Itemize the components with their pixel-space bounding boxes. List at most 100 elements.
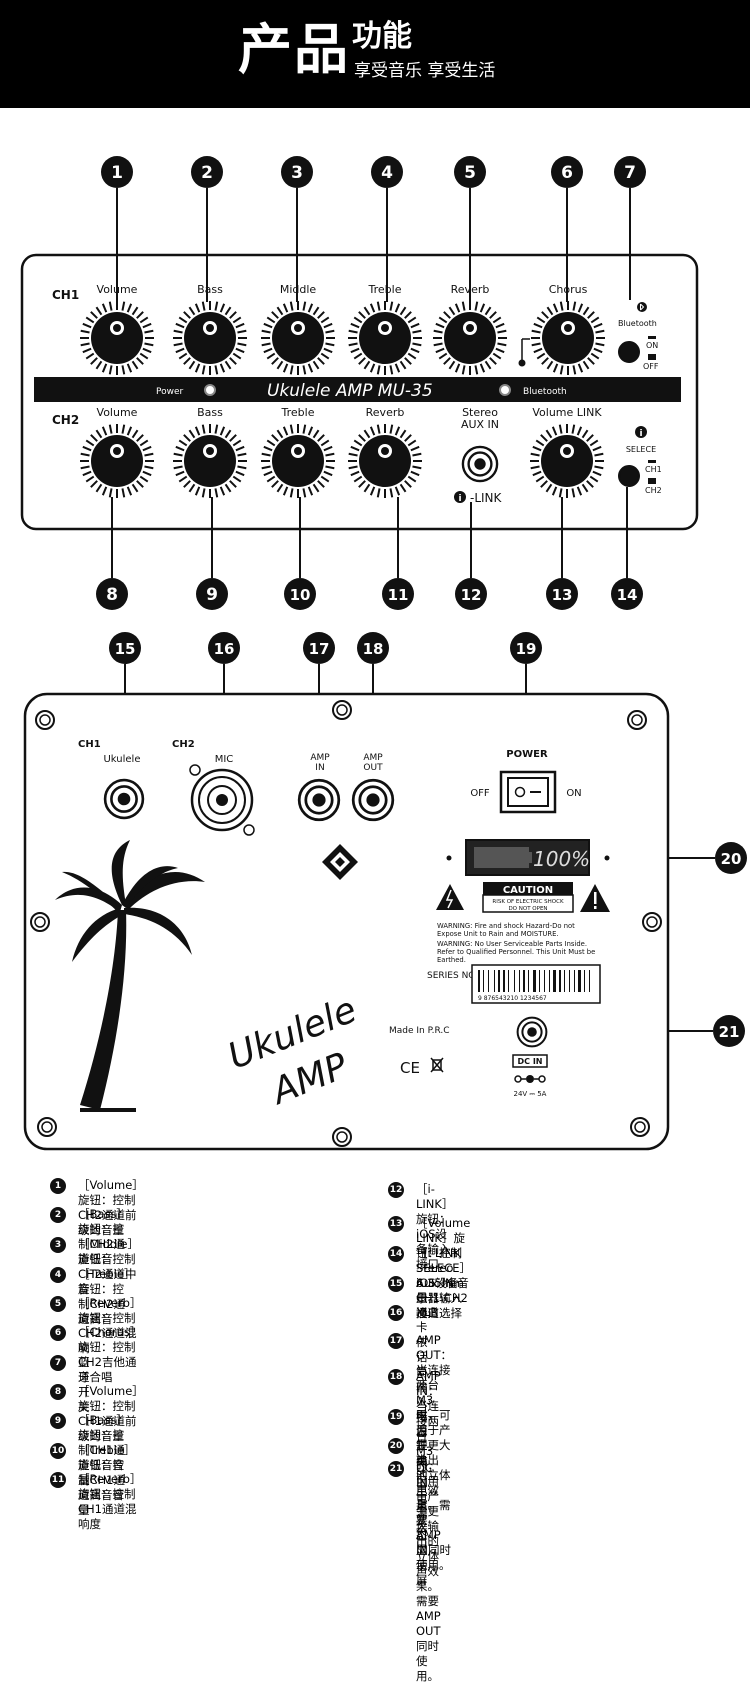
warning-2a: WARNING: No User Serviceable Parts Insid… (437, 940, 587, 948)
ukulele-input-jack[interactable] (103, 778, 145, 820)
callout-17: 17 (303, 632, 335, 664)
warning-1a: WARNING: Fire and shock Hazard-Do not (437, 922, 575, 930)
legend-number: 18 (388, 1369, 404, 1385)
legend-number: 17 (388, 1333, 404, 1349)
caution-line-1: RISK OF ELECTRIC SHOCK (492, 899, 564, 905)
callout-18: 18 (357, 632, 389, 664)
legend-item: 13［Volume LINK］旋钮：控制Stereo Aux IN 音量 (388, 1216, 470, 1306)
callout-14: 14 (611, 578, 643, 610)
legend-text: DC IN电源接口 (416, 1461, 433, 1550)
barcode (478, 970, 590, 992)
ch2-knob-reverb[interactable] (348, 424, 422, 498)
svg-text:11: 11 (388, 586, 409, 604)
bluetooth-icon (637, 302, 647, 312)
ch1-knob-reverb[interactable] (433, 301, 507, 375)
ilink-select-switch[interactable] (618, 465, 640, 487)
ce-mark: CE (400, 1059, 420, 1077)
callout-20: 20 (715, 842, 747, 874)
rear-ch2-label: CH2 (172, 739, 195, 750)
amp-in-jack[interactable] (297, 778, 341, 822)
legend-number: 8 (50, 1384, 66, 1400)
callout-13: 13 (546, 578, 578, 610)
legend-text: ［Volume］旋钮：控制CH1通道前级的音量 (78, 1384, 144, 1443)
legend-text: ［i-LINK SELECE］iOS设备CH1\CH2通道选择 (416, 1246, 472, 1320)
header-banner: 产品 功能 享受音乐 享受生活 (0, 0, 750, 108)
callout-11: 11 (382, 578, 414, 610)
caution-title: CAUTION (503, 885, 553, 896)
ch1-knob-volume[interactable] (80, 301, 154, 375)
legend-item: 11［Reverb］旋钮：控制CH1通道混响度 (50, 1472, 141, 1532)
ch1-knob-bass[interactable] (173, 301, 247, 375)
aux-in-jack[interactable] (461, 445, 499, 483)
legend-text: ［Reverb］旋钮：控制CH1通道混响度 (78, 1472, 142, 1531)
legend-text: ［Bass］旋钮：控制CH2通道低音 (78, 1207, 128, 1266)
svg-text:2: 2 (201, 163, 213, 183)
strip-bluetooth-label: Bluetooth (523, 387, 567, 397)
screws-group (30, 700, 662, 1147)
ch1-knob-label: Middle (280, 283, 317, 296)
ukulele-jack-label: Ukulele (103, 754, 140, 765)
header-title-sub: 功能 (352, 19, 412, 54)
bt-on-label: ON (646, 341, 658, 350)
legend-number: 21 (388, 1461, 404, 1477)
amp-out-label-2: OUT (363, 763, 383, 773)
legend-item: 6 ［Chorus］旋钮：控制CH2吉他通道合唱 (50, 1325, 141, 1385)
svg-text:19: 19 (516, 640, 537, 658)
strip-model-title: Ukulele AMP MU-35 (267, 381, 433, 401)
power-led (204, 384, 216, 396)
ch2-knob-treble[interactable] (261, 424, 335, 498)
xlr-combo-jack[interactable] (189, 764, 255, 836)
legend-text: 6.35mm乐器输入接口 (416, 1276, 465, 1320)
volume-link-knob[interactable] (530, 424, 604, 498)
ch1-knob-middle[interactable] (261, 301, 335, 375)
palm-tree-illustration (55, 840, 205, 1112)
legend-number: 20 (388, 1438, 404, 1454)
dc-in-label: DC IN (518, 1057, 543, 1066)
legend-number: 6 (50, 1325, 66, 1341)
dc-in-jack[interactable] (516, 1016, 548, 1048)
sel-ch1-label: CH1 (645, 465, 662, 474)
power-rocker-switch[interactable] (499, 770, 557, 814)
mic-jack-label: MIC (215, 754, 234, 765)
svg-text:15: 15 (115, 640, 136, 658)
ilink-label: -LINK (470, 491, 503, 505)
svg-text:6: 6 (561, 163, 573, 183)
legend-number: 12 (388, 1182, 404, 1198)
svg-text:20: 20 (721, 850, 742, 868)
svg-text:5: 5 (464, 163, 476, 183)
screw-icon (642, 912, 662, 932)
legend-item: 8 ［Volume］旋钮：控制CH1通道前级的音量 (50, 1384, 144, 1444)
legend-item: 12［i-LINK］旋钮：iOS设备输入接口 (388, 1182, 453, 1272)
volume-link-label: Volume LINK (532, 406, 602, 419)
legend-number: 10 (50, 1443, 66, 1459)
header-slogan: 享受音乐 享受生活 (354, 61, 496, 81)
svg-text:8: 8 (106, 585, 118, 605)
amp-out-jack[interactable] (351, 778, 395, 822)
ch2-knob-label: Reverb (366, 406, 405, 419)
ch2-knob-volume[interactable] (80, 424, 154, 498)
svg-text:i: i (458, 494, 461, 504)
guitar-icon (518, 338, 530, 367)
bluetooth-switch-label: Bluetooth (618, 319, 657, 328)
legend-item: 1［Volume］旋钮：控制CH2通道前级的音量 (50, 1178, 144, 1238)
legend-item: 10［Treble］旋钮：控制CH1通道高音音量 (50, 1443, 135, 1518)
legend-text: ［Treble］旋钮：控制CH2通道高音 (78, 1267, 136, 1326)
legend-item: 2［Bass］旋钮：控制CH2通道低音 (50, 1207, 128, 1267)
legend-number: 13 (388, 1216, 404, 1232)
legend-text: ［Chorus］旋钮：控制CH2吉他通道合唱 (78, 1325, 142, 1384)
legend-number: 7 (50, 1355, 66, 1371)
power-on-label: ON (566, 788, 581, 799)
ch1-knob-treble[interactable] (348, 301, 422, 375)
callout-3: 3 (281, 156, 313, 188)
info-icon: i (454, 491, 466, 504)
ch1-knob-chorus[interactable] (531, 301, 605, 375)
bluetooth-switch[interactable] (618, 341, 640, 363)
svg-text:12: 12 (461, 586, 482, 604)
series-label: SERIES NO. (427, 971, 478, 981)
ch2-knob-bass[interactable] (173, 424, 247, 498)
ch1-knob-labels: VolumeBassMiddleTrebleReverbChorus (97, 283, 588, 296)
legend-item: 21 DC IN电源接口 (388, 1461, 433, 1551)
